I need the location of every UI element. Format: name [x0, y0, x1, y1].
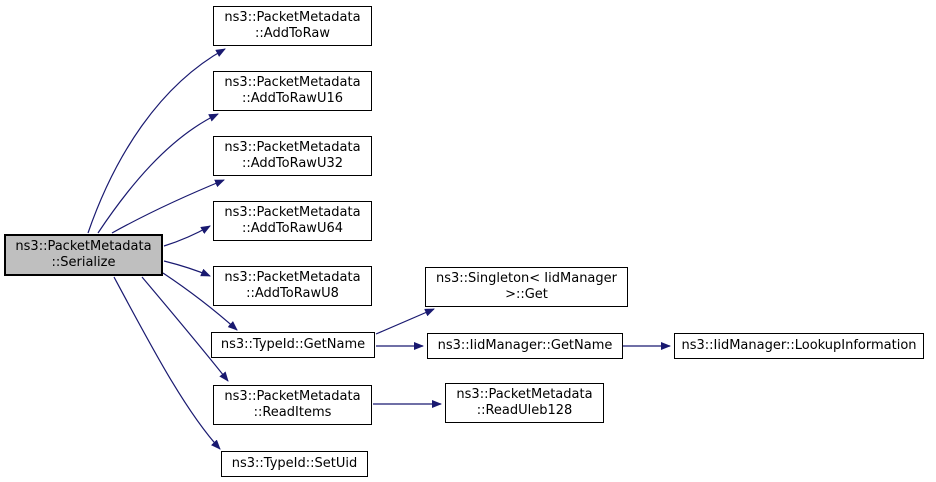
node-label: ns3::Singleton< IidManager: [435, 271, 617, 286]
node-add_to_raw_u32[interactable]: ns3::PacketMetadata ::AddToRawU32: [213, 136, 372, 176]
node-add_to_raw_u8[interactable]: ns3::PacketMetadata ::AddToRawU8: [213, 266, 372, 306]
node-label: ::ReadUleb128: [476, 403, 573, 418]
node-label: ns3::PacketMetadata: [224, 205, 361, 220]
edge-serialize-add_to_raw_u16: [97, 113, 219, 234]
node-lookup_information[interactable]: ns3::IidManager::LookupInformation: [674, 333, 924, 359]
edge-serialize-add_to_raw_u8: [163, 260, 211, 277]
node-label: ::ReadItems: [253, 405, 332, 420]
node-typeid_get_name[interactable]: ns3::TypeId::GetName: [211, 332, 375, 358]
node-label: ns3::TypeId::SetUid: [231, 456, 358, 471]
node-label: >::Get: [505, 287, 548, 302]
node-read_uleb128[interactable]: ns3::PacketMetadata ::ReadUleb128: [445, 383, 604, 423]
node-typeid_set_uid[interactable]: ns3::TypeId::SetUid: [221, 451, 368, 477]
node-label: ns3::PacketMetadata: [224, 75, 361, 90]
node-label: ::AddToRawU64: [241, 221, 344, 236]
node-label: ns3::PacketMetadata: [224, 140, 361, 155]
node-add_to_raw_u64[interactable]: ns3::PacketMetadata ::AddToRawU64: [213, 201, 372, 241]
node-singleton_get[interactable]: ns3::Singleton< IidManager >::Get: [425, 267, 628, 307]
node-read_items[interactable]: ns3::PacketMetadata ::ReadItems: [213, 385, 372, 425]
node-label: ns3::IidManager::LookupInformation: [681, 338, 917, 353]
edge-serialize-add_to_raw_u32: [111, 179, 225, 234]
node-label: ::Serialize: [51, 255, 116, 270]
edge-serialize-read_items: [141, 276, 229, 382]
node-label: ::AddToRaw: [255, 26, 330, 41]
edge-serialize-add_to_raw_u64: [163, 225, 211, 247]
node-label: ns3::PacketMetadata: [15, 239, 152, 254]
node-label: ns3::TypeId::GetName: [220, 337, 366, 352]
edge-serialize-add_to_raw: [87, 48, 226, 234]
node-label: ns3::PacketMetadata: [224, 389, 361, 404]
node-label: ::AddToRawU8: [246, 286, 339, 301]
node-label: ns3::PacketMetadata: [456, 387, 593, 402]
node-label: ns3::PacketMetadata: [224, 10, 361, 25]
edge-typeid_get_name-singleton_get: [375, 308, 435, 335]
edge-serialize-typeid_set_uid: [113, 276, 221, 450]
node-label: ::AddToRawU16: [241, 91, 344, 106]
node-add_to_raw[interactable]: ns3::PacketMetadata ::AddToRaw: [213, 6, 372, 46]
node-label: ns3::IidManager::GetName: [437, 338, 613, 353]
node-label: ::AddToRawU32: [241, 156, 344, 171]
node-serialize: ns3::PacketMetadata ::Serialize: [4, 234, 163, 276]
node-label: ns3::PacketMetadata: [224, 270, 361, 285]
node-iidmanager_get_name[interactable]: ns3::IidManager::GetName: [427, 333, 623, 359]
edge-serialize-typeid_get_name: [162, 272, 238, 331]
node-add_to_raw_u16[interactable]: ns3::PacketMetadata ::AddToRawU16: [213, 71, 372, 111]
